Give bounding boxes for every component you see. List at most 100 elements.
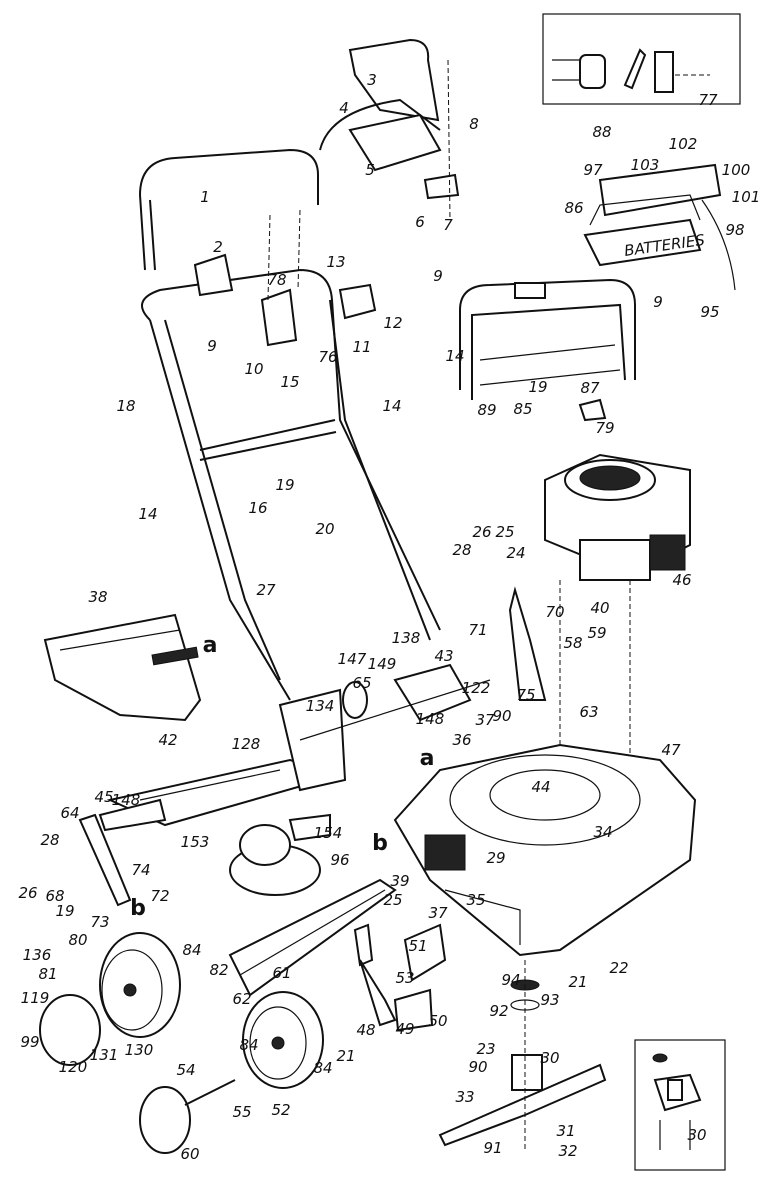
part-label-72: 72: [150, 887, 169, 905]
part-label-45: 45: [94, 788, 113, 806]
motor-assembly: [229, 813, 331, 896]
part-label-47: 47: [661, 741, 681, 759]
part-label-21: 21: [568, 973, 587, 991]
part-label-154: 154: [314, 824, 343, 842]
control-bail: [319, 38, 460, 320]
part-label-89: 89: [477, 401, 496, 419]
part-label-96: 96: [330, 851, 349, 869]
part-label-14: 14: [382, 397, 401, 415]
part-label-88: 88: [592, 123, 611, 141]
part-label-48: 48: [356, 1021, 375, 1039]
part-label-68: 68: [45, 887, 64, 905]
part-label-43: 43: [434, 647, 453, 665]
height-adjuster: [78, 798, 447, 1032]
part-label-65: 65: [352, 674, 371, 692]
part-label-40: 40: [590, 599, 609, 617]
inset-switch-parts: [552, 48, 710, 93]
front-wheel: [139, 991, 324, 1154]
part-label-20: 20: [315, 520, 334, 538]
part-label-77: 77: [698, 91, 718, 109]
part-label-19: 19: [528, 378, 547, 396]
part-label-22: 22: [609, 959, 628, 977]
part-label-59: 59: [587, 624, 606, 642]
part-label-9: 9: [207, 337, 217, 355]
part-label-93: 93: [540, 991, 559, 1009]
part-label-86: 86: [564, 199, 583, 217]
part-label-28: 28: [40, 831, 59, 849]
part-label-21: 21: [336, 1047, 355, 1065]
part-label-78: 78: [267, 271, 286, 289]
part-label-1: 1: [200, 188, 210, 206]
reference-letter-a: a: [420, 746, 435, 771]
part-label-9: 9: [433, 267, 443, 285]
part-label-130: 130: [125, 1041, 154, 1059]
part-label-61: 61: [272, 964, 291, 982]
part-label-87: 87: [580, 379, 600, 397]
part-label-11: 11: [352, 338, 371, 356]
part-label-26: 26: [472, 523, 491, 541]
part-label-136: 136: [23, 946, 52, 964]
part-label-70: 70: [545, 603, 564, 621]
part-label-32: 32: [558, 1142, 577, 1160]
part-label-30: 30: [540, 1049, 559, 1067]
part-label-80: 80: [68, 931, 87, 949]
part-label-29: 29: [486, 849, 505, 867]
part-label-79: 79: [595, 419, 614, 437]
part-label-14: 14: [138, 505, 157, 523]
part-label-28: 28: [452, 541, 471, 559]
part-label-120: 120: [59, 1058, 88, 1076]
part-label-94: 94: [501, 971, 520, 989]
part-label-74: 74: [131, 861, 150, 879]
reference-letter-b: b: [372, 831, 388, 856]
part-label-26: 26: [18, 884, 37, 902]
part-label-8: 8: [469, 115, 479, 133]
part-label-90: 90: [492, 707, 511, 725]
part-label-9: 9: [653, 293, 663, 311]
part-label-95: 95: [700, 303, 719, 321]
part-label-131: 131: [90, 1046, 119, 1064]
grass-catcher: [43, 613, 202, 722]
part-label-15: 15: [280, 373, 299, 391]
part-label-71: 71: [468, 621, 487, 639]
part-label-103: 103: [631, 156, 660, 174]
reference-letter-a: a: [203, 633, 218, 658]
part-label-25: 25: [495, 523, 514, 541]
part-label-19: 19: [275, 476, 294, 494]
part-label-50: 50: [428, 1012, 447, 1030]
part-label-25: 25: [383, 891, 402, 909]
part-label-46: 46: [672, 571, 691, 589]
inset-box-77: [542, 13, 741, 105]
part-label-38: 38: [88, 588, 107, 606]
inset-box-30: [634, 1039, 726, 1171]
part-label-16: 16: [248, 499, 267, 517]
part-label-5: 5: [365, 161, 375, 179]
electric-handle-frame: [459, 278, 636, 422]
part-label-153: 153: [181, 833, 210, 851]
part-label-12: 12: [383, 314, 402, 332]
part-label-149: 149: [368, 655, 397, 673]
battery-box: BATTERIES: [583, 163, 736, 291]
part-label-91: 91: [483, 1139, 502, 1157]
part-label-84: 84: [182, 941, 201, 959]
handle-frame: [141, 209, 441, 701]
part-label-84: 84: [313, 1059, 332, 1077]
part-label-51: 51: [408, 937, 427, 955]
part-label-35: 35: [466, 891, 485, 909]
part-label-2: 2: [213, 238, 223, 256]
rear-frame: [106, 586, 547, 827]
upper-handle: [138, 148, 319, 271]
part-label-37: 37: [428, 904, 448, 922]
part-label-23: 23: [476, 1040, 495, 1058]
part-label-81: 81: [38, 965, 57, 983]
part-label-30: 30: [687, 1126, 706, 1144]
engine: [544, 453, 691, 780]
part-label-49: 49: [395, 1020, 414, 1038]
part-label-34: 34: [593, 823, 612, 841]
part-label-148: 148: [416, 710, 445, 728]
rear-wheel: [39, 932, 181, 1066]
part-label-58: 58: [563, 634, 582, 652]
part-label-54: 54: [176, 1061, 195, 1079]
part-label-37: 37: [475, 711, 495, 729]
part-label-52: 52: [271, 1101, 290, 1119]
